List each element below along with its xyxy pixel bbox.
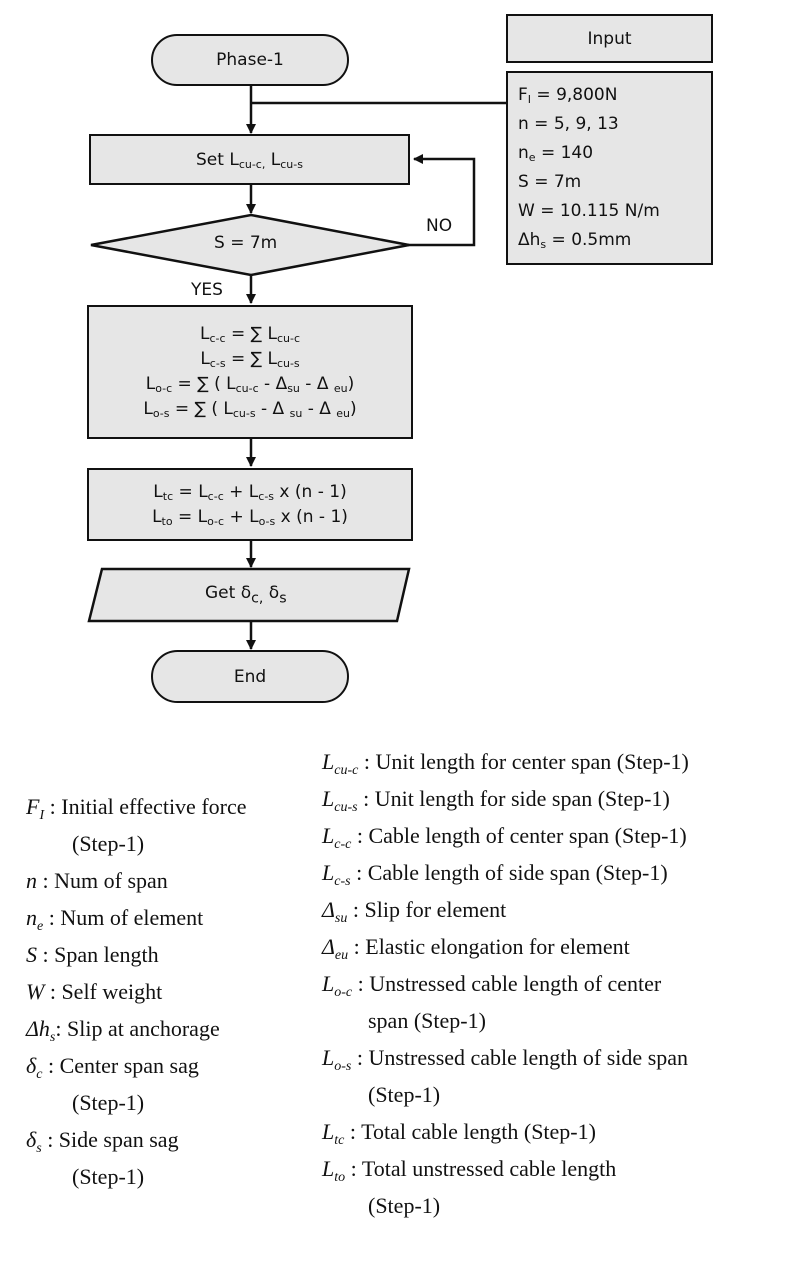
legend-item: Δsu : Slip for element [322,891,689,928]
legend-description: : Initial effective force [44,794,247,819]
legend-description: : Cable length of side span (Step-1) [350,860,668,885]
input-value: W = 10.115 N/m [518,201,660,221]
legend-symbol: Δeu [322,934,349,963]
set-step-label: Set Lcu-c, Lcu-s [196,149,303,171]
output-parallelogram [87,567,411,623]
legend-symbol: Lo-s [322,1045,352,1074]
input-value: n = 5, 9, 13 [518,114,619,134]
legend-description: : Total unstressed cable length [345,1156,617,1181]
legend-item: δs : Side span sag [26,1121,247,1158]
legend-item: S : Span length [26,936,247,973]
equation-line: Lc-c = ∑ Lcu-c [200,324,300,345]
legend-item: Lcu-c : Unit length for center span (Ste… [322,743,689,780]
end-label: End [233,666,267,687]
legend-symbol: Δsu [322,897,348,926]
input-title-box: Input [506,14,713,63]
legend-item: (Step-1) [72,1164,145,1189]
legend-description: : Slip for element [347,897,507,922]
legend-description: : Unit length for center span (Step-1) [358,749,689,774]
legend-description: : Span length [37,942,159,967]
legend-item: ne : Num of element [26,899,247,936]
set-step-box: Set Lcu-c, Lcu-s [89,134,410,185]
start-label: Phase-1 [216,50,284,70]
legend-item: (Step-1) [368,1082,441,1107]
legend-description: : Num of span [37,868,168,893]
input-value: Δhs = 0.5mm [518,230,632,251]
legend-item: Lto : Total unstressed cable length [322,1150,689,1187]
legend-item: Δeu : Elastic elongation for element [322,928,689,965]
legend-symbol: Lcu-s [322,786,358,815]
equation-line: Lc-s = ∑ Lcu-s [200,349,300,370]
equation-line: Ltc = Lc-c + Lc-s x (n - 1) [153,481,347,503]
legend-description: : Num of element [43,905,204,930]
legend-symbol: S [26,942,37,967]
equation-line: Lo-s = ∑ ( Lcu-s - Δ su - Δ eu) [143,399,357,420]
legend-item: Ltc : Total cable length (Step-1) [322,1113,689,1150]
legend-description: : Unit length for side span (Step-1) [357,786,670,811]
legend-item: Lo-c : Unstressed cable length of center [322,965,689,1002]
legend-symbol: Δhs [26,1016,56,1045]
arrow-no-loop [408,154,476,247]
legend-description: : Side span sag [41,1127,179,1152]
legend-item: δc : Center span sag [26,1047,247,1084]
legend-symbol: Lcu-c [322,749,359,778]
input-values-box: FI = 9,800N n = 5, 9, 13 ne = 140 S = 7m W =… [506,71,713,265]
legend-symbol: W [26,979,45,1004]
legend-description: : Unstressed cable length of center [352,971,662,996]
input-title: Input [587,28,632,49]
legend-item: (Step-1) [368,1193,441,1218]
legend-item: (Step-1) [72,1090,145,1115]
equation-line: Lto = Lo-c + Lo-s x (n - 1) [152,506,348,528]
legend-symbol: Lc-s [322,860,351,889]
input-value: FI = 9,800N [518,85,618,106]
legend-item: Lc-s : Cable length of side span (Step-1… [322,854,689,891]
legend-description: : Unstressed cable length of side span [351,1045,689,1070]
legend-item: Δhs: Slip at anchorage [26,1010,247,1047]
legend-symbol: δc [26,1053,43,1082]
legend-symbol: Ltc [322,1119,345,1148]
decision-label: S = 7m [214,233,278,253]
output-step-label: Get δc, δs [205,583,287,607]
start-terminal: Phase-1 [151,34,349,86]
legend-symbol: Lc-c [322,823,352,852]
legend-description: : Center span sag [42,1053,199,1078]
legend-description: : Elastic elongation for element [348,934,630,959]
equation-line: Lo-c = ∑ ( Lcu-c - Δsu - Δ eu) [145,374,355,395]
legend-description: : Cable length of center span (Step-1) [351,823,687,848]
legend-symbol: δs [26,1127,42,1156]
legend-item: Lc-c : Cable length of center span (Step… [322,817,689,854]
legend-description: : Self weight [44,979,163,1004]
legend-symbol: FI [26,794,45,823]
input-value: ne = 140 [518,143,594,164]
decision-no-label: NO [426,216,453,236]
end-terminal: End [151,650,349,703]
decision-yes-label: YES [191,280,223,300]
input-value: S = 7m [518,172,582,192]
legend-item: span (Step-1) [368,1008,486,1033]
legend-item: n : Num of span [26,862,247,899]
legend-symbol: Lto [322,1156,346,1185]
legend-item: W : Self weight [26,973,247,1010]
legend-symbol: ne [26,905,44,934]
legend-item: (Step-1) [72,831,145,856]
legend-symbol: n [26,868,37,893]
legend-description: : Total cable length (Step-1) [344,1119,596,1144]
legend-item: FI : Initial effective force [26,788,247,825]
total-step-box: Ltc = Lc-c + Lc-s x (n - 1) Lto = Lo-c + … [87,468,413,541]
legend-item: Lcu-s : Unit length for side span (Step-… [322,780,689,817]
legend-left: FI : Initial effective force (Step-1) n : … [26,788,247,1195]
legend-description: : Slip at anchorage [55,1016,220,1041]
legend-symbol: Lo-c [322,971,353,1000]
legend-item: Lo-s : Unstressed cable length of side s… [322,1039,689,1076]
legend-right: Lcu-c : Unit length for center span (Ste… [322,743,689,1224]
